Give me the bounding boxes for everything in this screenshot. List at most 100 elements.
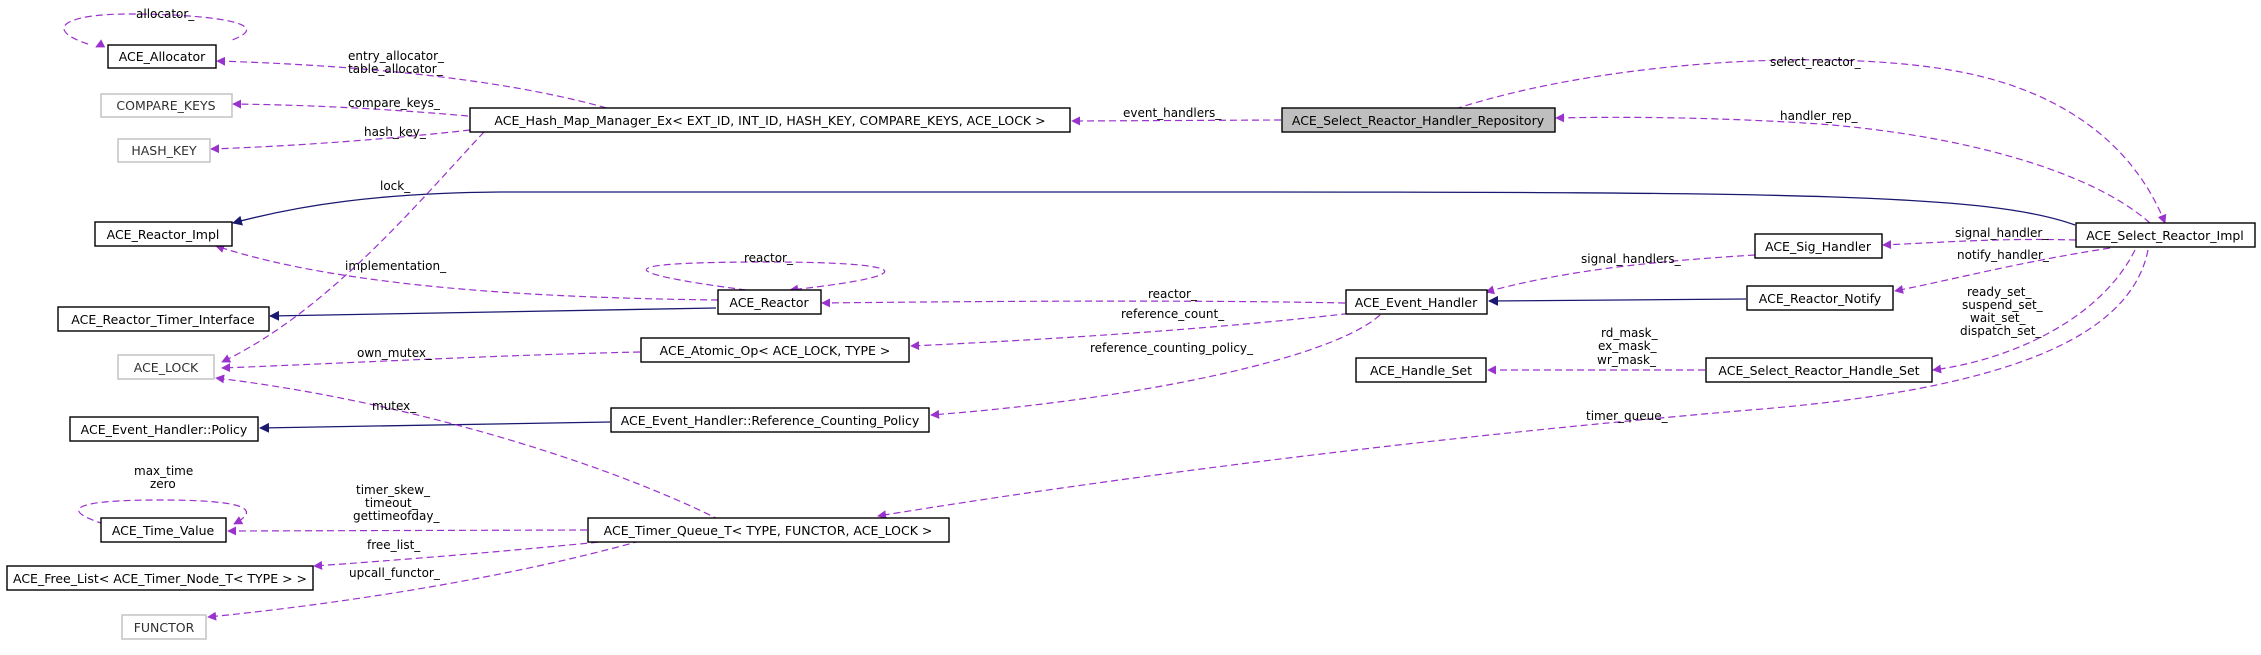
edge-own-mutex [221,351,641,373]
edge-reactor-self [645,261,886,294]
node-label: ACE_Free_List< ACE_Timer_Node_T< TYPE > … [13,571,307,586]
label-select-reactor: select_reactor_ [1770,55,1862,69]
label-wr-mask: wr_mask_ [1597,353,1657,367]
edge-timer-queue [877,249,2149,520]
edge-inherit-policy [259,421,611,433]
edge-free-list [313,539,621,570]
label-ready-set: ready_set_ [1967,285,2032,299]
edge-allocator-self [63,13,248,45]
edge-hash-key [210,129,471,154]
node-label: ACE_Event_Handler::Reference_Counting_Po… [621,413,920,428]
label-zero: zero [150,477,176,491]
label-handler-rep: handler_rep_ [1780,109,1859,123]
edge-signal-handlers [1485,254,1756,295]
node-label: ACE_Sig_Handler [1765,239,1872,254]
node-label: ACE_Handle_Set [1370,363,1472,378]
node-functor[interactable]: FUNCTOR [121,614,207,640]
label-implementation: implementation_ [345,259,447,273]
node-event-handler[interactable]: ACE_Event_Handler [1345,289,1488,315]
label-suspend-set: suspend_set_ [1962,298,2044,312]
label-mutex: mutex_ [372,399,417,413]
edge-labels: allocator_ entry_allocator_ table_alloca… [134,7,2050,580]
edge-reference-counting-policy [930,314,1381,419]
node-label: ACE_Reactor_Impl [107,227,220,242]
node-reactor-notify[interactable]: ACE_Reactor_Notify [1746,285,1894,311]
nodes: ACE_Allocator COMPARE_KEYS HASH_KEY ACE_… [6,44,2256,640]
node-reactor-timer-interface[interactable]: ACE_Reactor_Timer_Interface [57,306,270,332]
node-label: ACE_LOCK [134,360,199,375]
node-label: ACE_Select_Reactor_Impl [2086,228,2244,243]
edge-inherit-reactor-impl [232,191,2076,226]
node-label: ACE_Atomic_Op< ACE_LOCK, TYPE > [660,343,891,358]
edge-ready-set [1932,249,2136,374]
node-handle-set[interactable]: ACE_Handle_Set [1355,357,1487,383]
label-event-handlers: event_handlers_ [1123,106,1222,120]
label-signal-handler: signal_handler_ [1955,226,2049,240]
node-label: ACE_Hash_Map_Manager_Ex< EXT_ID, INT_ID,… [494,113,1045,128]
node-ace-reactor[interactable]: ACE_Reactor [717,289,822,315]
node-label: COMPARE_KEYS [116,98,215,113]
node-label: ACE_Reactor_Timer_Interface [71,312,255,327]
label-timer-skew: timer_skew_ [356,483,431,497]
label-dispatch-set: dispatch_set_ [1960,324,2042,338]
label-ex-mask: ex_mask_ [1598,339,1658,353]
edge-event-handlers [1071,116,1282,126]
edge-compare-keys [232,99,469,117]
node-timer-queue[interactable]: ACE_Timer_Queue_T< TYPE, FUNCTOR, ACE_LO… [587,517,950,543]
node-select-reactor-impl[interactable]: ACE_Select_Reactor_Impl [2075,222,2256,248]
label-free-list: free_list_ [367,538,421,552]
label-allocator-self: allocator_ [136,7,195,21]
node-label: ACE_Event_Handler::Policy [81,422,248,437]
label-rd-mask: rd_mask_ [1601,326,1659,340]
edges [63,13,2167,621]
node-reference-counting-policy[interactable]: ACE_Event_Handler::Reference_Counting_Po… [610,407,930,433]
label-reference-count: reference_count_ [1121,307,1225,321]
node-atomic-op[interactable]: ACE_Atomic_Op< ACE_LOCK, TYPE > [640,337,910,363]
node-hash-key[interactable]: HASH_KEY [117,138,211,163]
label-timeout: timeout_ [365,496,419,510]
node-label: ACE_Time_Value [112,523,215,538]
edge-handler-rep [1555,113,2151,224]
node-handler-repository[interactable]: ACE_Select_Reactor_Handler_Repository [1281,107,1556,133]
label-entry-allocator: entry_allocator_ [348,49,445,63]
label-notify-handler: notify_handler_ [1957,248,2050,262]
label-signal-handlers: signal_handlers_ [1581,252,1682,266]
edge-inherit-event-handler [1488,295,1747,306]
label-lock: lock_ [380,179,411,193]
edge-signal-handler [1882,238,2077,250]
label-upcall-functor: upcall_functor_ [349,566,441,580]
node-compare-keys[interactable]: COMPARE_KEYS [100,93,233,118]
label-gettimeofday: gettimeofday_ [353,509,440,523]
edge-entry-allocator [216,56,618,112]
label-reactor: reactor_ [1148,287,1198,301]
node-free-list[interactable]: ACE_Free_List< ACE_Timer_Node_T< TYPE > … [6,565,314,591]
edge-lock [221,131,485,363]
node-ace-allocator[interactable]: ACE_Allocator [107,44,217,69]
label-timer-queue: timer_queue_ [1586,409,1669,423]
label-compare-keys: compare_keys_ [348,96,441,110]
label-max-time: max_time [134,464,193,478]
edge-allocator-self-head [95,39,106,48]
node-eh-policy[interactable]: ACE_Event_Handler::Policy [69,416,259,442]
node-select-handle-set[interactable]: ACE_Select_Reactor_Handle_Set [1705,357,1933,383]
node-label: ACE_Select_Reactor_Handler_Repository [1292,113,1545,128]
edge-inherit-timer-interface [269,307,717,321]
edge-reference-count [910,310,1371,351]
node-time-value[interactable]: ACE_Time_Value [100,517,227,543]
node-label: ACE_Allocator [119,49,206,64]
node-ace-lock[interactable]: ACE_LOCK [117,354,215,380]
node-hash-map-manager[interactable]: ACE_Hash_Map_Manager_Ex< EXT_ID, INT_ID,… [469,107,1071,133]
label-own-mutex: own_mutex_ [357,346,433,360]
edge-time-value-self [78,499,247,525]
edge-upcall-functor [207,540,641,621]
node-reactor-impl[interactable]: ACE_Reactor_Impl [94,221,233,247]
label-hash-key: hash_key_ [364,125,427,139]
node-sig-handler[interactable]: ACE_Sig_Handler [1754,233,1883,259]
node-label: ACE_Select_Reactor_Handle_Set [1718,363,1919,378]
edge-select-reactor [1454,59,2167,224]
label-table-allocator: table_allocator_ [348,62,444,76]
node-label: FUNCTOR [134,620,195,635]
label-wait-set: wait_set_ [1970,311,2027,325]
edge-reactor [821,298,1346,308]
